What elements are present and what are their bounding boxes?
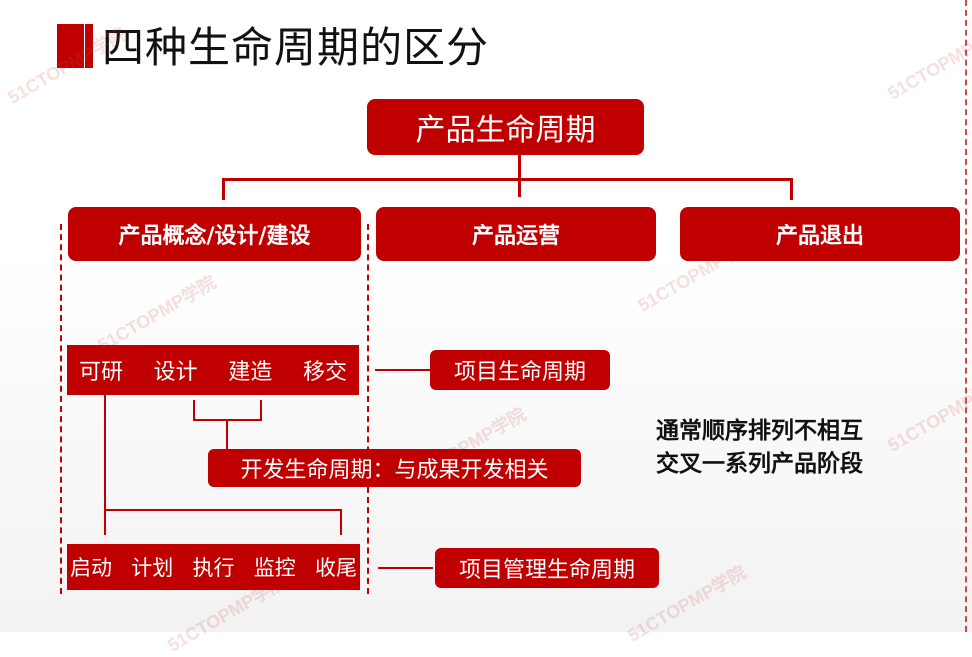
connector-pm-label: [378, 567, 433, 569]
connector-pm-horizontal: [104, 509, 342, 511]
right-edge-divider: [965, 0, 967, 632]
dev-bracket-right: [260, 400, 262, 420]
title-accent-bar: [57, 24, 84, 68]
connector-project-label: [375, 369, 430, 371]
project-lifecycle-phases: 可研 设计 建造 移交: [67, 345, 359, 395]
dev-bracket-stem: [226, 419, 228, 449]
phase-operations: 产品运营: [376, 207, 656, 261]
phase-planning: 计划: [131, 556, 174, 580]
page-title: 四种生命周期的区分: [102, 23, 490, 72]
project-lifecycle-label: 项目生命周期: [430, 350, 610, 390]
dashed-border-left: [60, 224, 62, 594]
phase-closing: 收尾: [315, 556, 357, 580]
phase-executing: 执行: [192, 556, 235, 580]
note-line-2: 交叉一系列产品阶段: [656, 451, 863, 477]
phase-handover: 移交: [302, 360, 347, 385]
watermark: 51CTOPMP学院: [884, 20, 972, 104]
phase-feasibility: 可研: [79, 360, 124, 385]
connector-pm-left: [104, 395, 106, 535]
connector-root-down: [518, 155, 521, 197]
connector-left-drop: [222, 178, 225, 200]
product-lifecycle-box: 产品生命周期: [367, 99, 644, 155]
pm-lifecycle-label: 项目管理生命周期: [435, 548, 659, 588]
pm-lifecycle-phases: 启动 计划 执行 监控 收尾: [67, 544, 360, 590]
phase-initiating: 启动: [70, 556, 112, 580]
note-line-1: 通常顺序排列不相互: [656, 418, 863, 444]
phase-monitoring: 监控: [253, 556, 296, 580]
dev-bracket-left: [193, 400, 195, 420]
dashed-border-right: [367, 224, 369, 594]
phase-concept-design-build: 产品概念/设计/建设: [68, 207, 361, 261]
watermark: 51CTOPMP学院: [884, 372, 972, 456]
development-lifecycle-label: 开发生命周期：与成果开发相关: [208, 449, 581, 487]
connector-horizontal: [222, 178, 793, 181]
phase-construction: 建造: [228, 360, 273, 385]
product-phase-note: 通常顺序排列不相互 交叉一系列产品阶段: [656, 415, 863, 481]
connector-pm-right: [340, 509, 342, 535]
phase-retirement: 产品退出: [680, 207, 960, 261]
title-accent-tick: [85, 24, 93, 68]
connector-right-drop: [790, 178, 793, 200]
phase-design: 设计: [153, 360, 198, 385]
